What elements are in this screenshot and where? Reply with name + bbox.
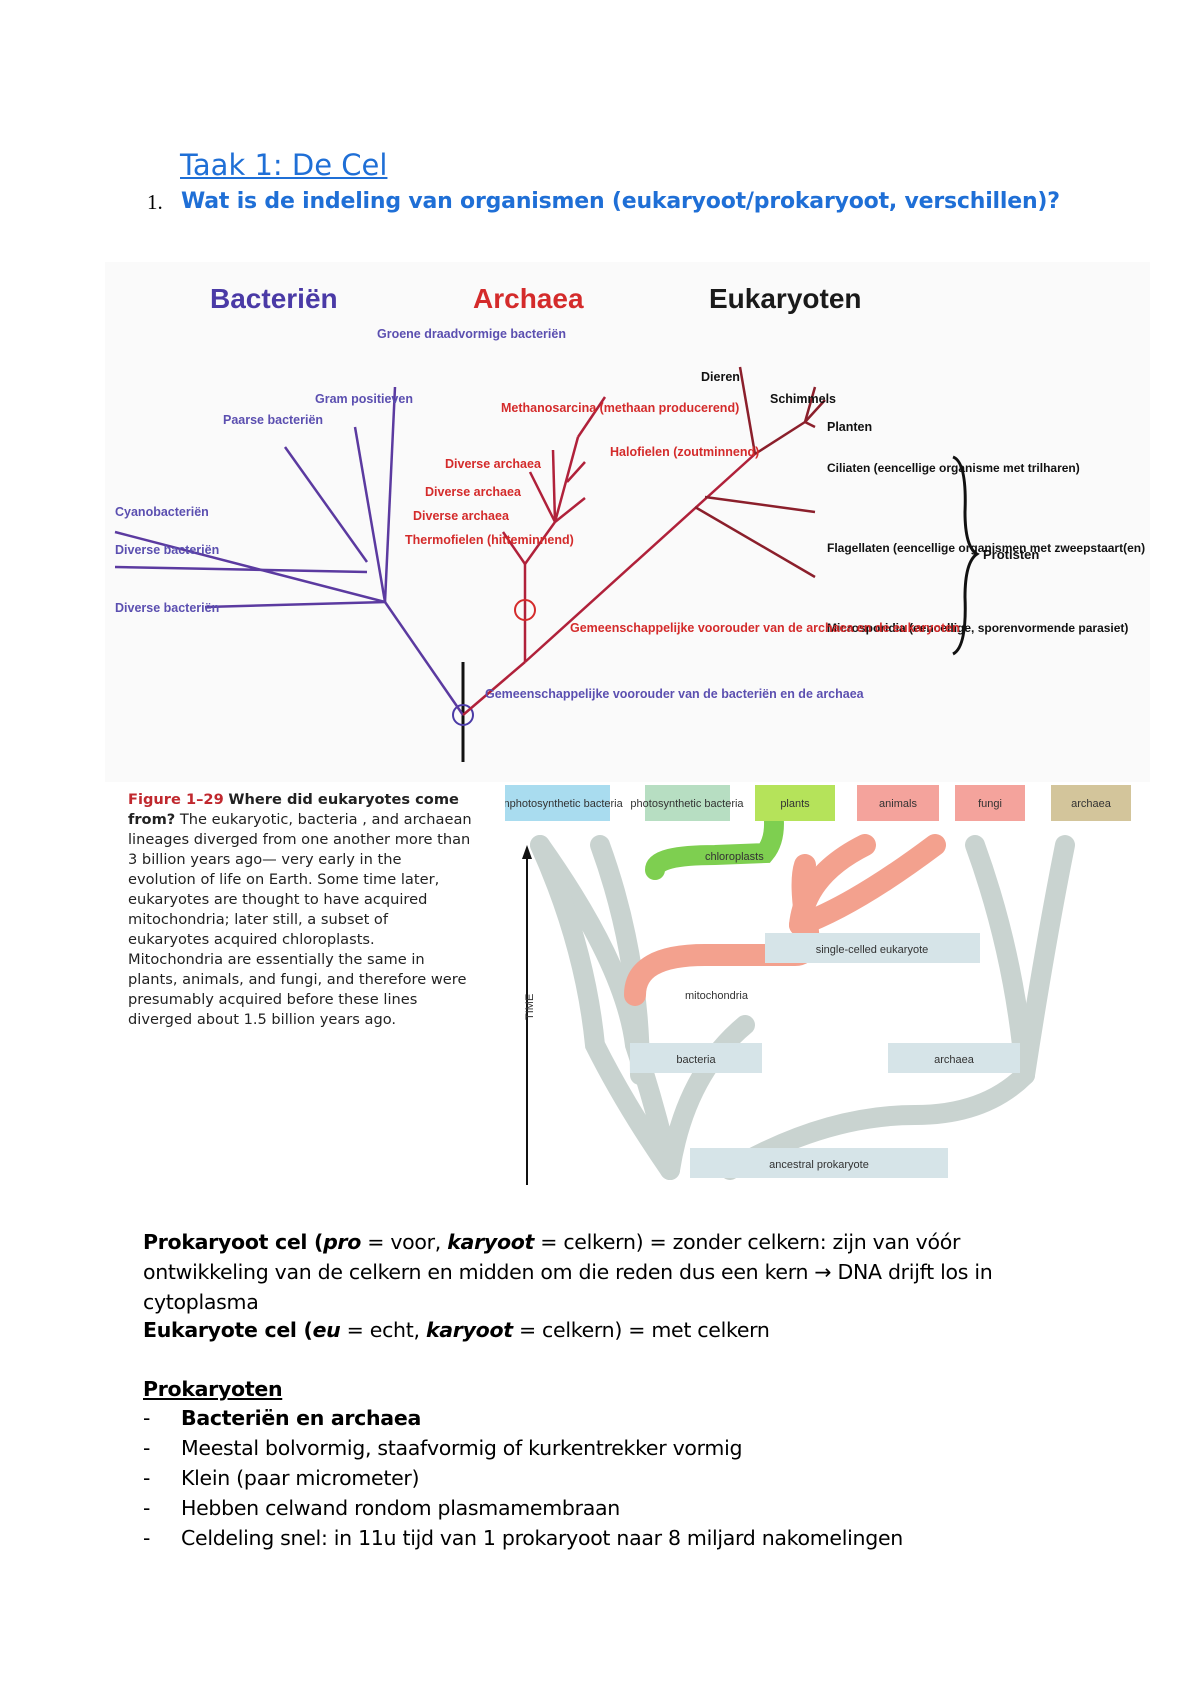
label-single-celled-eukaryote: single-celled eukaryote	[816, 944, 929, 956]
label-diverse-archaea-3: Diverse archaea	[413, 509, 510, 523]
label-archaea-mid: archaea	[934, 1054, 975, 1066]
label-flagellaten: Flagellaten (eencellige organismen met z…	[827, 541, 1145, 555]
evolution-time-figure: TIME	[491, 769, 1155, 1190]
question-heading: Wat is de indeling van organismen (eukar…	[181, 189, 1060, 214]
list-item: Bacteriën en archaea	[143, 1403, 1083, 1433]
label-mitochondria: mitochondria	[685, 990, 749, 1002]
label-protisten: Protisten	[983, 547, 1039, 562]
eukaryote-definition: Eukaryote cel (eu = echt, karyoot = celk…	[143, 1318, 770, 1342]
label-microsporidia: Microsporidia (eencellige, sporenvormend…	[827, 621, 1128, 635]
label-chloroplasts: chloroplasts	[705, 851, 764, 863]
caption-text: The eukaryotic, bacteria , and archaean …	[128, 811, 472, 1028]
label-halofielen: Halofielen (zoutminnend)	[610, 445, 759, 459]
caption-figure-number: Figure 1–29	[128, 791, 224, 808]
label-ancestor-bacteria-archaea: Gemeenschappelijke voorouder van de bact…	[485, 687, 865, 701]
label-schimmels: Schimmels	[770, 392, 836, 406]
box-archaea-top: archaea	[1071, 798, 1112, 810]
domain-bacteria: Bacteriën	[210, 283, 338, 314]
label-ciliaten: Ciliaten (eencellige organisme met trilh…	[827, 461, 1080, 475]
phylogenetic-tree-figure: Bacteriën Archaea Eukaryoten	[105, 262, 1150, 782]
figure-caption: Figure 1–29 Where did eukaryotes come fr…	[128, 790, 473, 1030]
list-item: Hebben celwand rondom plasmamembraan	[143, 1493, 1083, 1523]
list-item: Klein (paar micrometer)	[143, 1463, 1083, 1493]
label-gram-positieven: Gram positieven	[315, 392, 413, 406]
prokaryote-definition: Prokaryoot cel (pro = voor, karyoot = ce…	[143, 1230, 993, 1314]
time-axis-label: TIME	[524, 994, 536, 1020]
box-animals: animals	[879, 798, 917, 810]
caption-heading: Where did eukaryotes come from?	[128, 791, 459, 828]
label-planten: Planten	[827, 420, 872, 434]
label-ancestral-prokaryote: ancestral prokaryote	[769, 1159, 869, 1171]
domain-eukaryotes: Eukaryoten	[709, 283, 862, 314]
domain-archaea: Archaea	[473, 283, 584, 314]
label-groene-draadvormige: Groene draadvormige bacteriën	[377, 327, 566, 341]
box-plants: plants	[780, 798, 810, 810]
box-photosynthetic: photosynthetic bacteria	[630, 798, 744, 810]
page-title: Taak 1: De Cel	[180, 148, 388, 182]
label-ancestor-archaea-euk: Gemeenschappelijke voorouder van de arch…	[570, 621, 960, 635]
list-item: Celdeling snel: in 11u tijd van 1 prokar…	[143, 1523, 1083, 1553]
label-diverse-archaea-2: Diverse archaea	[425, 485, 522, 499]
label-bacteria: bacteria	[676, 1054, 716, 1066]
label-diverse-bacterien-2: Diverse bacteriën	[115, 601, 219, 615]
label-paarse-bacterien: Paarse bacteriën	[223, 413, 323, 427]
protist-brace	[952, 455, 980, 656]
label-thermofielen: Thermofielen (hitteminnend)	[405, 533, 574, 547]
question-number: 1.	[147, 190, 163, 214]
box-fungi: fungi	[978, 798, 1002, 810]
label-diverse-archaea-1: Diverse archaea	[445, 457, 542, 471]
prokaryotes-list: Bacteriën en archaea Meestal bolvormig, …	[143, 1403, 1083, 1553]
label-methanosarcina: Methanosarcina (methaan producerend)	[501, 401, 739, 415]
label-cyanobacterien: Cyanobacteriën	[115, 505, 209, 519]
list-item: Meestal bolvormig, staafvormig of kurken…	[143, 1433, 1083, 1463]
label-diverse-bacterien-1: Diverse bacteriën	[115, 543, 219, 557]
label-dieren: Dieren	[701, 370, 740, 384]
prokaryotes-heading: Prokaryoten	[143, 1377, 283, 1401]
box-nonphotosynthetic: nonphotosynthetic bacteria	[505, 798, 624, 810]
